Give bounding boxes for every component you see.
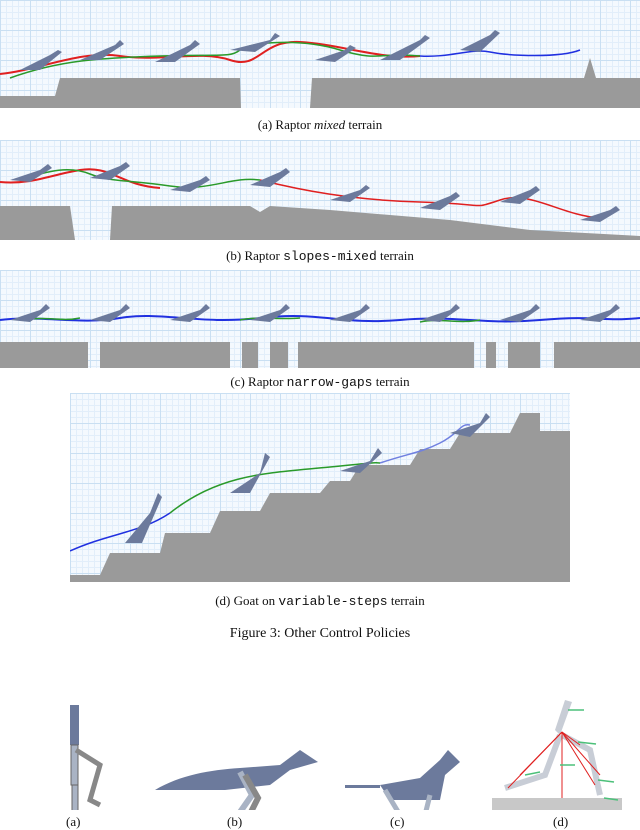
figure-caption: Figure 3: Other Control Policies — [229, 626, 411, 641]
caption-a: (a) Raptor mixed terrain — [257, 117, 383, 132]
trajectory — [70, 512, 171, 552]
caption-b: (b) Raptor slopes-mixed terrain — [226, 248, 414, 264]
goat-model — [345, 750, 460, 810]
raptor-poses — [10, 304, 620, 322]
panel-c-image — [0, 270, 640, 368]
raptor-poses — [20, 30, 500, 70]
label-d: (d) — [553, 814, 569, 829]
terrain-spike — [584, 58, 596, 78]
trajectory — [259, 179, 601, 219]
trajectory — [419, 49, 581, 58]
trajectory — [379, 424, 471, 464]
terrain — [0, 342, 640, 368]
terrain — [310, 78, 640, 108]
character-models — [70, 700, 622, 810]
terrain-steps — [70, 413, 570, 582]
panel-b-image — [0, 140, 640, 240]
terrain — [0, 78, 241, 108]
trajectory — [0, 40, 421, 75]
caption-d: (d) Goat on variable-steps terrain — [215, 593, 425, 609]
terrain — [110, 206, 640, 240]
panel-d-image — [70, 393, 570, 582]
trajectory — [169, 461, 381, 514]
trajectory — [9, 41, 421, 79]
label-a: (a) — [66, 814, 81, 829]
biped-model — [70, 705, 103, 810]
label-c: (c) — [390, 814, 405, 829]
raptor-model — [155, 750, 318, 810]
trajectory — [19, 169, 261, 189]
label-b: (b) — [227, 814, 243, 829]
caption-c: (c) Raptor narrow-gaps terrain — [230, 374, 410, 390]
force-diagram — [492, 700, 622, 810]
panel-a-image — [0, 0, 640, 108]
raptor-mixed-terrain-scene — [0, 30, 640, 108]
raptor-poses — [10, 162, 620, 222]
raptor-slopes-mixed-scene — [0, 162, 640, 240]
goat-variable-steps-scene — [70, 413, 570, 582]
raptor-narrow-gaps-scene — [0, 304, 640, 368]
terrain — [0, 206, 75, 240]
goat-poses — [125, 413, 490, 543]
